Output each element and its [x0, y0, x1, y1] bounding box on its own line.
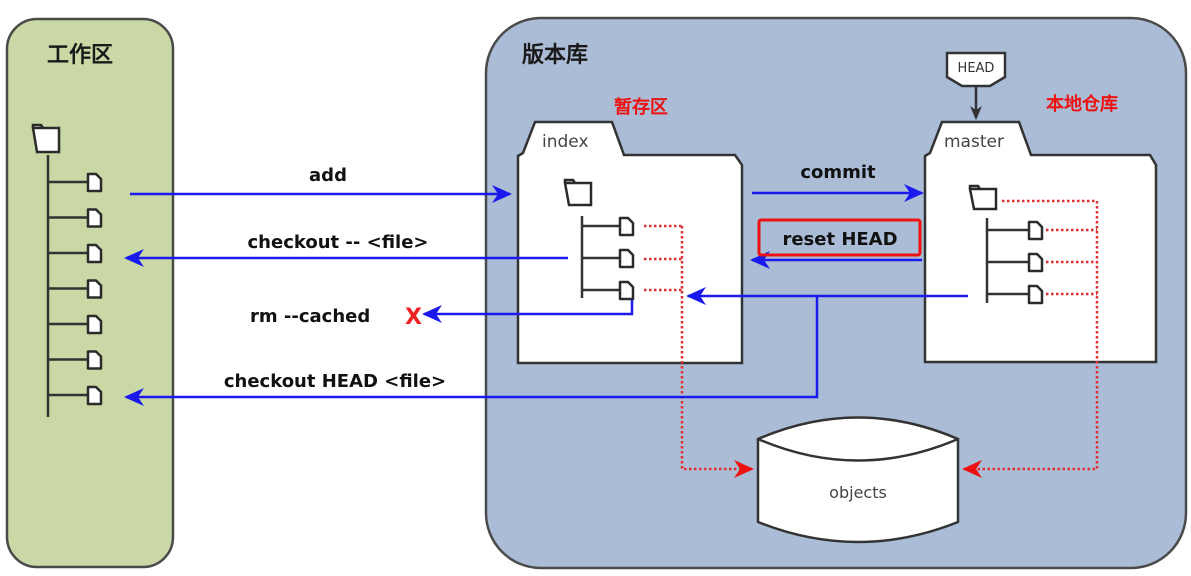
- index-file-list: [582, 216, 635, 301]
- checkout-head-file-command: checkout HEAD <file>: [124, 294, 968, 406]
- rm-cached-command: rm --cached X: [250, 300, 634, 330]
- checkout-head-file-label: checkout HEAD <file>: [224, 371, 446, 392]
- file-icon: [86, 208, 103, 228]
- file-icon: [86, 279, 103, 299]
- reset-head-highlight-box: [757, 218, 922, 257]
- file-icon: [618, 280, 635, 301]
- file-icon: [1027, 284, 1044, 305]
- index-box: index: [516, 120, 744, 365]
- workspace-file-list: [48, 172, 103, 406]
- add-command: add: [130, 165, 512, 203]
- staging-area-note: 暂存区: [614, 96, 668, 118]
- folder-icon: [563, 178, 593, 207]
- folder-icon: [968, 184, 998, 211]
- file-icon: [86, 314, 103, 335]
- index-to-objects-links: [644, 224, 754, 478]
- delete-x-icon: X: [405, 305, 422, 330]
- reset-head-command: reset HEAD: [686, 218, 922, 305]
- rm-cached-arrow: [422, 300, 634, 323]
- head-pointer: HEAD: [945, 51, 1007, 120]
- checkout-file-label: checkout -- <file>: [248, 232, 429, 253]
- file-icon: [86, 172, 103, 193]
- objects-database: objects: [756, 416, 960, 544]
- master-box: master: [923, 120, 1158, 364]
- local-repo-note: 本地仓库: [1046, 93, 1118, 115]
- file-icon: [618, 248, 635, 269]
- reset-head-label: reset HEAD: [782, 229, 897, 250]
- master-to-objects-links: [962, 199, 1099, 478]
- file-icon: [1027, 252, 1044, 273]
- add-label: add: [309, 165, 347, 186]
- commit-label: commit: [800, 162, 876, 183]
- master-label: master: [944, 132, 1004, 152]
- file-icon: [618, 216, 635, 237]
- folder-icon: [31, 123, 61, 154]
- checkout-file-command: checkout -- <file>: [124, 232, 568, 267]
- workspace-panel: 工作区: [5, 17, 175, 569]
- objects-label: objects: [829, 483, 887, 502]
- workspace-title: 工作区: [47, 43, 113, 68]
- rm-cached-label: rm --cached: [250, 306, 370, 327]
- index-label: index: [542, 132, 589, 152]
- repository-panel: 版本库 暂存区 本地仓库 index master: [484, 16, 1188, 570]
- commit-command: commit: [752, 162, 924, 202]
- file-icon: [1027, 220, 1044, 241]
- file-icon: [86, 385, 103, 406]
- checkout-head-file-arrow: [124, 294, 968, 406]
- master-file-list: [987, 220, 1044, 305]
- repository-title: 版本库: [522, 43, 588, 68]
- head-label: HEAD: [958, 61, 995, 76]
- file-icon: [86, 243, 103, 264]
- file-icon: [86, 350, 103, 370]
